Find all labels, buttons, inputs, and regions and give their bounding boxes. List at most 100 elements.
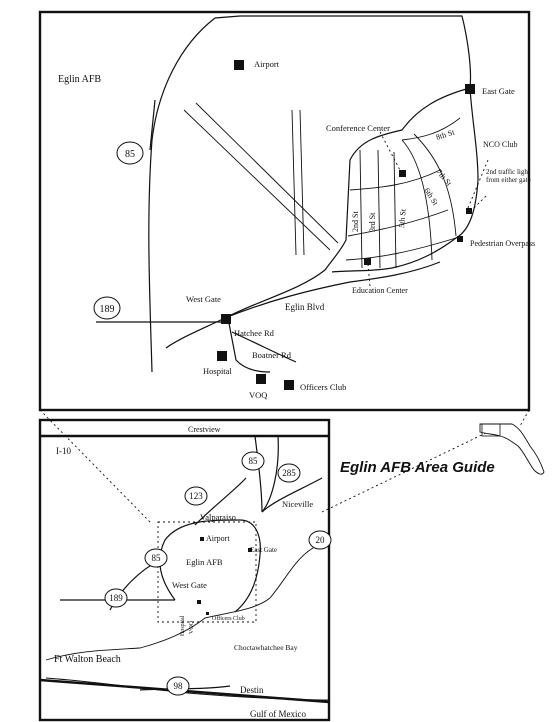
locator-box — [481, 423, 501, 437]
area-map-frame — [38, 418, 331, 722]
runway-2b — [299, 109, 305, 256]
boatner-rd-label: Boatner Rd — [252, 350, 292, 360]
area-85-south-label: 85 — [152, 553, 162, 563]
ft-walton-beach-label: Ft Walton Beach — [54, 654, 121, 665]
area-west-gate-label: West Gate — [172, 580, 207, 590]
hatchee-rd-road — [227, 317, 271, 373]
area-189-shield — [104, 588, 128, 608]
cross-street-c — [345, 237, 457, 261]
niceville-road — [261, 477, 323, 513]
hwy-189-shield — [93, 296, 121, 320]
west-gate-label: West Gate — [186, 294, 221, 304]
cross-street-a — [349, 169, 441, 191]
detail-map-frame — [38, 10, 531, 412]
area-east-gate-marker — [248, 548, 252, 552]
destin-label: Destin — [240, 685, 264, 695]
street-7th — [413, 133, 457, 237]
area-189-label: 189 — [109, 593, 123, 603]
page-title: Eglin AFB Area Guide — [340, 459, 495, 476]
hatchee-rd-label: Hatchee Rd — [234, 328, 275, 338]
area-airport-marker — [200, 537, 204, 541]
hwy-85-north — [254, 435, 263, 513]
pedestrian-overpass-marker — [457, 236, 463, 242]
valparaiso-label: Valparaiso — [200, 512, 236, 522]
choctawhatchee-bay-label: Choctawhatchee Bay — [234, 643, 298, 652]
area-123-label: 123 — [189, 491, 203, 501]
area-20-label: 20 — [316, 535, 326, 545]
cross-street-b — [347, 209, 449, 237]
hwy-85-label: 85 — [125, 149, 135, 160]
conference-leader — [379, 131, 402, 173]
hwy-85-line — [149, 99, 156, 151]
3rd-st-label: 3rd St — [368, 212, 377, 232]
street-3rd — [377, 149, 381, 269]
nco-club-marker — [466, 208, 472, 214]
7th-st-label: 7th St — [434, 168, 454, 189]
area-85-north-shield — [241, 451, 265, 471]
hwy-85-shield — [116, 141, 144, 165]
hwy-189-label: 189 — [100, 304, 115, 315]
area-85-north-label: 85 — [249, 456, 259, 466]
5th-st-label: 5th St — [397, 208, 408, 228]
runway-1b — [195, 102, 339, 244]
8th-st-label: 8th St — [435, 127, 456, 142]
street-2nd — [359, 149, 363, 269]
area-98-shield — [166, 676, 190, 696]
area-85-south-shield — [144, 548, 168, 568]
region-label: Eglin AFB — [58, 74, 101, 85]
west-gate-marker — [221, 314, 231, 324]
eglin-blvd-label: Eglin Blvd — [285, 302, 325, 312]
traffic-light-leader — [469, 195, 487, 213]
area-eglin-afb-label: Eglin AFB — [186, 557, 223, 567]
perimeter-road — [148, 15, 472, 373]
area-20-shield — [308, 530, 332, 550]
base-boundary — [157, 521, 257, 623]
airport-marker — [234, 60, 244, 70]
area-285-label: 285 — [282, 468, 296, 478]
hospital-marker — [217, 351, 227, 361]
hwy-285 — [261, 435, 279, 513]
east-gate-road — [331, 87, 479, 273]
runway-1a — [183, 109, 331, 251]
area-map: 85 285 123 20 85 189 98 Crestview I-10 V… — [38, 418, 332, 722]
street-6th — [401, 139, 433, 261]
education-leader — [367, 263, 371, 287]
officers-club-marker — [284, 380, 294, 390]
education-center-marker — [364, 258, 371, 265]
area-east-gate-label: East Gate — [250, 546, 277, 554]
voq-marker — [256, 374, 266, 384]
hospital-label: Hospital — [203, 366, 232, 376]
bay-coast — [45, 534, 329, 661]
street-5th — [393, 151, 397, 269]
locator-connector — [321, 431, 489, 513]
i10-label: I-10 — [56, 446, 71, 456]
conference-center-label: Conference Center — [326, 123, 390, 133]
area-hospital-marker — [206, 612, 209, 615]
title-block: Eglin AFB Area Guide — [340, 423, 545, 476]
6th-st-label: 6th St — [422, 186, 440, 207]
zoom-connector-right — [519, 409, 530, 427]
area-98-label: 98 — [174, 681, 184, 691]
nco-club-label: NCO Club — [483, 140, 517, 149]
area-officers-club-label: Officers Club — [212, 615, 245, 622]
hwy-123 — [194, 477, 247, 526]
boatner-rd-road — [231, 331, 297, 363]
nco-leader — [467, 159, 489, 209]
education-center-label: Education Center — [352, 286, 408, 295]
voq-label: VOQ — [249, 390, 267, 400]
area-hospital-label: Hospital — [180, 615, 186, 636]
area-285-shield — [277, 463, 301, 483]
pedestrian-overpass-label: Pedestrian Overpass — [470, 239, 535, 248]
eglin-blvd-road — [224, 261, 441, 319]
crestview-label: Crestview — [188, 425, 221, 434]
street-8th — [401, 117, 461, 141]
east-gate-marker — [465, 84, 475, 94]
area-voq-label: VOQ — [189, 620, 195, 634]
conference-center-marker — [399, 170, 406, 177]
2nd-st-label: 2nd St — [351, 211, 360, 232]
officers-club-label: Officers Club — [300, 382, 346, 392]
traffic-light-note: 2nd traffic light from either gate — [486, 168, 531, 184]
zoom-connector-left — [39, 409, 151, 523]
runway-2a — [291, 109, 297, 256]
